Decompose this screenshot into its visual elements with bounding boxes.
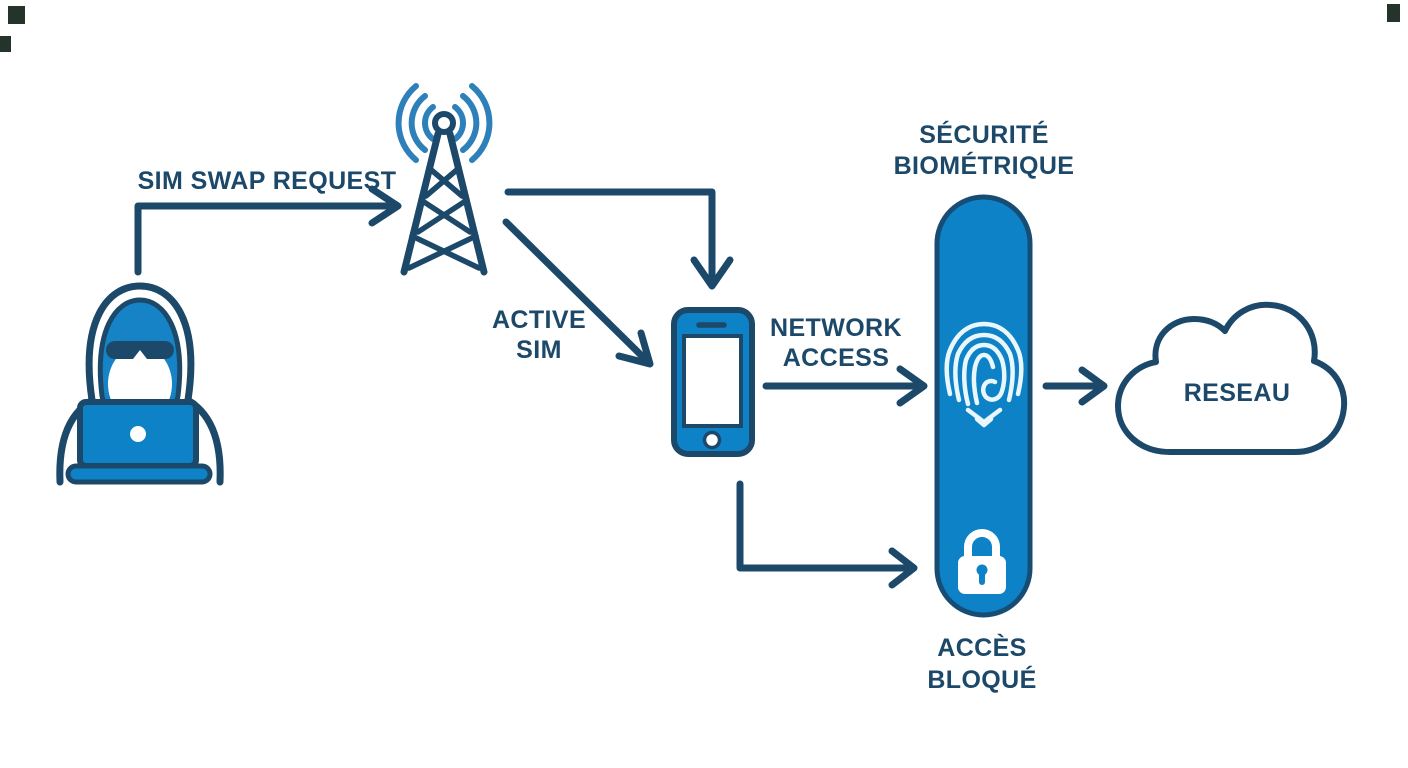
active-sim-label-line2: SIM	[516, 336, 562, 364]
laptop-logo-dot	[130, 426, 146, 442]
cloud-shape	[1115, 301, 1348, 455]
cell-tower-icon	[395, 83, 493, 276]
corner-mark-top-left	[8, 6, 25, 24]
sim-swap-arrow	[134, 185, 402, 276]
hacker-icon	[56, 282, 224, 486]
network-access-label-line2: ACCESS	[783, 344, 890, 372]
cloud-label: RESEAU	[1184, 379, 1291, 407]
tower-brace-2	[415, 197, 473, 235]
network-access-label-line1: NETWORK	[770, 314, 902, 342]
fingerprint-icon	[944, 321, 1024, 428]
blocked-label-line1: ACCÈS	[937, 633, 1027, 662]
tower-brace-3	[406, 233, 482, 271]
capsule-shape	[934, 194, 1033, 618]
phone-home-button	[702, 430, 722, 450]
laptop-base	[65, 463, 213, 485]
lock-keyhole	[976, 564, 988, 576]
blocked-label-line2: BLOQUÉ	[927, 665, 1036, 694]
corner-mark-top-right	[1387, 4, 1400, 22]
biometric-capsule	[934, 194, 1033, 618]
phone-to-lock-arrow	[736, 480, 918, 589]
phone-screen	[682, 334, 743, 428]
sunglasses-notch	[133, 350, 147, 359]
biometric-label-line1: SÉCURITÉ	[919, 120, 1049, 149]
lock-keyhole-stem	[979, 572, 985, 585]
cloud-icon: RESEAU	[1115, 301, 1348, 455]
active-sim-arrow	[502, 218, 654, 368]
lock-icon	[958, 529, 1006, 594]
biometric-label-line2: BIOMÉTRIQUE	[894, 151, 1075, 180]
capsule-to-cloud-arrow	[1042, 366, 1108, 406]
network-access-arrow	[762, 365, 928, 407]
tower-to-phone-arrow	[504, 188, 734, 290]
laptop-icon	[65, 399, 213, 485]
corner-mark-left-edge	[0, 36, 11, 52]
tower-brace-1	[423, 165, 465, 199]
smartphone-icon	[671, 307, 755, 457]
tower-top-node	[432, 111, 456, 135]
sim-swap-request-label: SIM SWAP REQUEST	[138, 167, 397, 195]
active-sim-label-line1: ACTIVE	[492, 306, 586, 334]
radio-waves-icon	[395, 83, 493, 163]
